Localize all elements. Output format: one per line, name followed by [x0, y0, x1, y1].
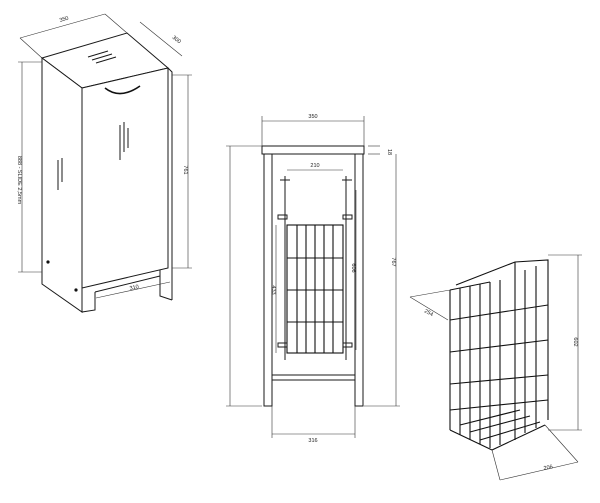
top-mark [87, 50, 109, 58]
dim-label-iso-inner-height: 761 [182, 165, 188, 174]
cabinet-foot-dot [46, 260, 50, 264]
basket-wire [449, 399, 549, 411]
basket-bottom-edge [449, 429, 493, 451]
wire-basket-isometric-view: 254 602 206 [409, 254, 582, 481]
dim-label-front-top-gap: 18 [386, 149, 392, 155]
dim-line-basket-depth [409, 296, 449, 321]
basket-hook [277, 214, 288, 220]
cabinet-rear-leg [159, 270, 173, 301]
cabinet-right-edge [167, 67, 173, 300]
basket-wire [449, 339, 549, 353]
front-top-slab [261, 145, 365, 155]
dim-label-front-height: 767 [390, 257, 396, 266]
top-mark [95, 56, 117, 64]
basket-wire [479, 421, 541, 441]
cabinet-front-view: 350 18 210 767 606 433 316 [226, 114, 400, 444]
cabinet-door [81, 67, 169, 289]
cabinet-isometric-view: 350 300 888 - SLIDE 2,5mm 761 310 [16, 13, 192, 313]
front-right-post [354, 153, 364, 407]
dim-label-basket-height: 602 [572, 337, 578, 346]
dim-line-inner-width [95, 281, 171, 299]
dim-extension [19, 37, 43, 59]
dim-extension [491, 449, 501, 481]
dim-label-iso-depth: 300 [171, 35, 182, 45]
door-handle [104, 85, 141, 95]
dim-label-front-basket-height: 606 [350, 263, 356, 272]
basket-wire [449, 304, 549, 321]
dim-label-front-basket-width: 210 [310, 163, 319, 169]
cabinet-bottom-edge [94, 275, 161, 293]
dim-label-iso-inner-width: 310 [129, 284, 139, 292]
basket-hook [342, 214, 353, 220]
basket-wire [459, 409, 521, 426]
dim-line-basket-width-bottom [499, 461, 579, 481]
basket-bottom-edge [491, 424, 546, 451]
dim-extension [409, 289, 451, 298]
top-mark [91, 53, 113, 61]
cabinet-side-panel [41, 57, 83, 313]
dim-label-iso-height: 888 - SLIDE 2,5mm [16, 156, 22, 205]
dim-extension [544, 424, 579, 463]
dim-label-front-basket-inner: 433 [270, 285, 276, 294]
dim-label-basket-depth: 254 [423, 308, 434, 318]
dim-line-depth [139, 21, 183, 57]
dim-line-width [19, 13, 106, 39]
dim-label-front-bottom-width: 316 [308, 438, 317, 444]
cabinet-front-leg [81, 288, 96, 313]
basket-wire [469, 415, 531, 433]
basket-hook [277, 342, 288, 348]
basket-hook [342, 342, 353, 348]
dim-label-iso-width: 350 [59, 16, 69, 24]
cabinet-foot-dot [74, 288, 78, 292]
dim-label-front-width: 350 [308, 114, 317, 120]
dim-label-basket-width: 206 [543, 464, 553, 472]
basket-wire [449, 374, 549, 385]
front-left-post [263, 153, 273, 407]
dim-extension [104, 13, 128, 34]
